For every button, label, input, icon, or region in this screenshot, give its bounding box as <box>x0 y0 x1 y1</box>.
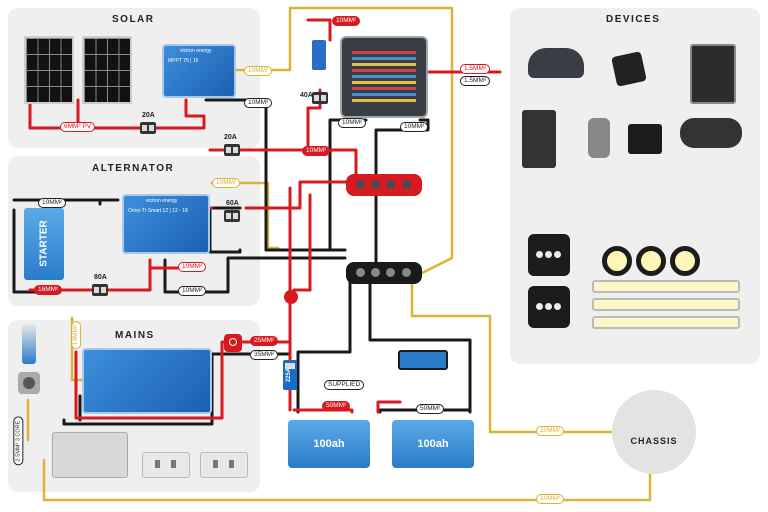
earth-wires <box>26 6 652 502</box>
cable-fusebox-in: 10MM² <box>332 16 361 26</box>
mains-isolator <box>224 334 242 352</box>
downlight-3-icon <box>670 246 700 276</box>
mains-title: MAINS <box>115 330 155 341</box>
cable-mppt-negative: 10MM² <box>244 98 273 108</box>
dcdc-fuse-60a <box>224 210 240 222</box>
water-pump-icon <box>588 118 610 158</box>
control-panel-icon <box>522 110 556 168</box>
dcdc-brand: victron energy <box>146 198 178 204</box>
consumer-unit <box>52 432 128 478</box>
cable-solar-pv: 6MM² PV <box>60 122 96 132</box>
dcdc-fuse-label: 60A <box>226 200 239 207</box>
cable-starter-bottom: 16MM² <box>34 285 63 295</box>
cable-mains-black: 35MM² <box>250 350 279 360</box>
light-switch-1 <box>528 234 570 276</box>
diesel-heater-icon <box>680 118 742 148</box>
solar-fuse-20a <box>140 122 156 134</box>
fusebox-fuse-label: 40A <box>300 92 313 99</box>
dcdc-charger: victron energy Orion-Tr Smart 12 | 12 - … <box>122 194 210 254</box>
led-strip-1 <box>592 280 740 293</box>
negative-busbar <box>346 262 422 284</box>
cable-dcdc-red: 10MM² <box>178 262 207 272</box>
mppt-controller: victron energy MPPT 75 | 15 <box>162 44 236 98</box>
shore-inlet <box>18 372 40 394</box>
cable-mains-earth: 10MM² <box>71 320 82 350</box>
starter-fuse-80a <box>92 284 108 296</box>
solar-panel-1 <box>24 36 74 104</box>
led-strip-2 <box>592 298 740 311</box>
cable-starter-top: 10MM² <box>38 198 67 208</box>
dcdc-model: Orion-Tr Smart 12 | 12 - 18 <box>128 208 188 214</box>
led-strip-3 <box>592 316 740 329</box>
cable-fusebox-neg: 10MM² <box>338 118 367 128</box>
battery-fuse-label: 225A <box>286 367 293 383</box>
cable-alt-earth: 10MM² <box>212 178 241 188</box>
heater-controller-icon <box>628 124 662 154</box>
positive-busbar <box>346 174 422 196</box>
downlight-2-icon <box>636 246 666 276</box>
cable-ac-3core: 2.5MM² 3 CORE <box>13 416 24 466</box>
leisure-battery-2: 100ah <box>392 420 474 468</box>
cable-battery-red: 50MM² <box>322 401 351 411</box>
main-isolator-switch <box>284 290 298 304</box>
starter-battery: STARTER <box>24 208 64 280</box>
cable-device-black: 1.5MM² <box>460 76 491 86</box>
mains-socket-2 <box>200 452 248 478</box>
battery-monitor-shunt <box>398 350 448 370</box>
mppt-fuse-label: 20A <box>224 134 237 141</box>
leisure-battery-1: 100ah <box>288 420 370 468</box>
cable-chassis-1: 10MM² <box>536 426 565 436</box>
starter-label: STARTER <box>38 220 50 267</box>
solar-title: SOLAR <box>112 14 155 25</box>
fusebox-main-fuse <box>312 92 328 104</box>
cable-device-red: 1.5MM² <box>460 64 491 74</box>
cable-supplied: SUPPLIED <box>324 380 365 390</box>
downlight-1-icon <box>602 246 632 276</box>
usb-socket-icon <box>611 51 647 87</box>
mains-socket-1 <box>142 452 190 478</box>
mains-charger <box>82 348 212 414</box>
starter-fuse-label: 80A <box>94 274 107 281</box>
solar-panel-2 <box>82 36 132 104</box>
cable-chassis-2: 10MM² <box>536 494 565 504</box>
mega-fuse-holder <box>312 40 326 70</box>
cable-mppt-earth: 10MM² <box>244 66 273 76</box>
alternator-title: ALTERNATOR <box>92 163 175 174</box>
light-switch-2 <box>528 286 570 328</box>
cable-battery-black: 50MM² <box>416 404 445 414</box>
cable-dcdc-black: 10MM² <box>178 286 207 296</box>
cable-to-busbar: 10MM² <box>302 146 331 156</box>
solar-fuse-label: 20A <box>142 112 155 119</box>
cable-fusebox-neg-2: 10MM² <box>400 122 429 132</box>
cable-mains-red: 25MM² <box>250 336 279 346</box>
mppt-fuse-20a <box>224 144 240 156</box>
mppt-model: MPPT 75 | 15 <box>168 58 199 64</box>
battery-fuse-225a <box>283 360 297 390</box>
fuse-box <box>340 36 428 118</box>
shore-plug <box>22 324 36 364</box>
roof-fan-icon <box>528 48 584 78</box>
chassis-ground: CHASSIS <box>612 390 696 474</box>
chassis-label: CHASSIS <box>630 436 678 446</box>
mppt-brand: victron energy <box>180 48 212 54</box>
negative-wires <box>12 98 472 426</box>
fridge-icon <box>690 44 736 104</box>
devices-title: DEVICES <box>606 14 661 25</box>
